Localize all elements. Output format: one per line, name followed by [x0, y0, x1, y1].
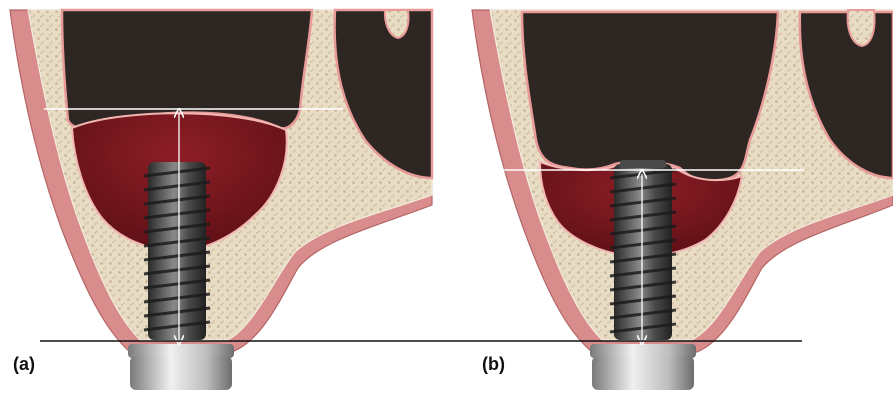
panel-label-b: (b) — [482, 354, 505, 375]
panel-label-a: (a) — [13, 354, 35, 375]
implant-fixture — [610, 160, 676, 340]
panel-a — [10, 10, 432, 390]
implant-fixture — [144, 162, 210, 340]
sinus-cavity — [62, 10, 312, 128]
sinus-cavity — [522, 12, 778, 181]
implant-abutment — [128, 344, 234, 390]
panel-b — [472, 10, 893, 390]
implant-abutment — [590, 344, 696, 390]
